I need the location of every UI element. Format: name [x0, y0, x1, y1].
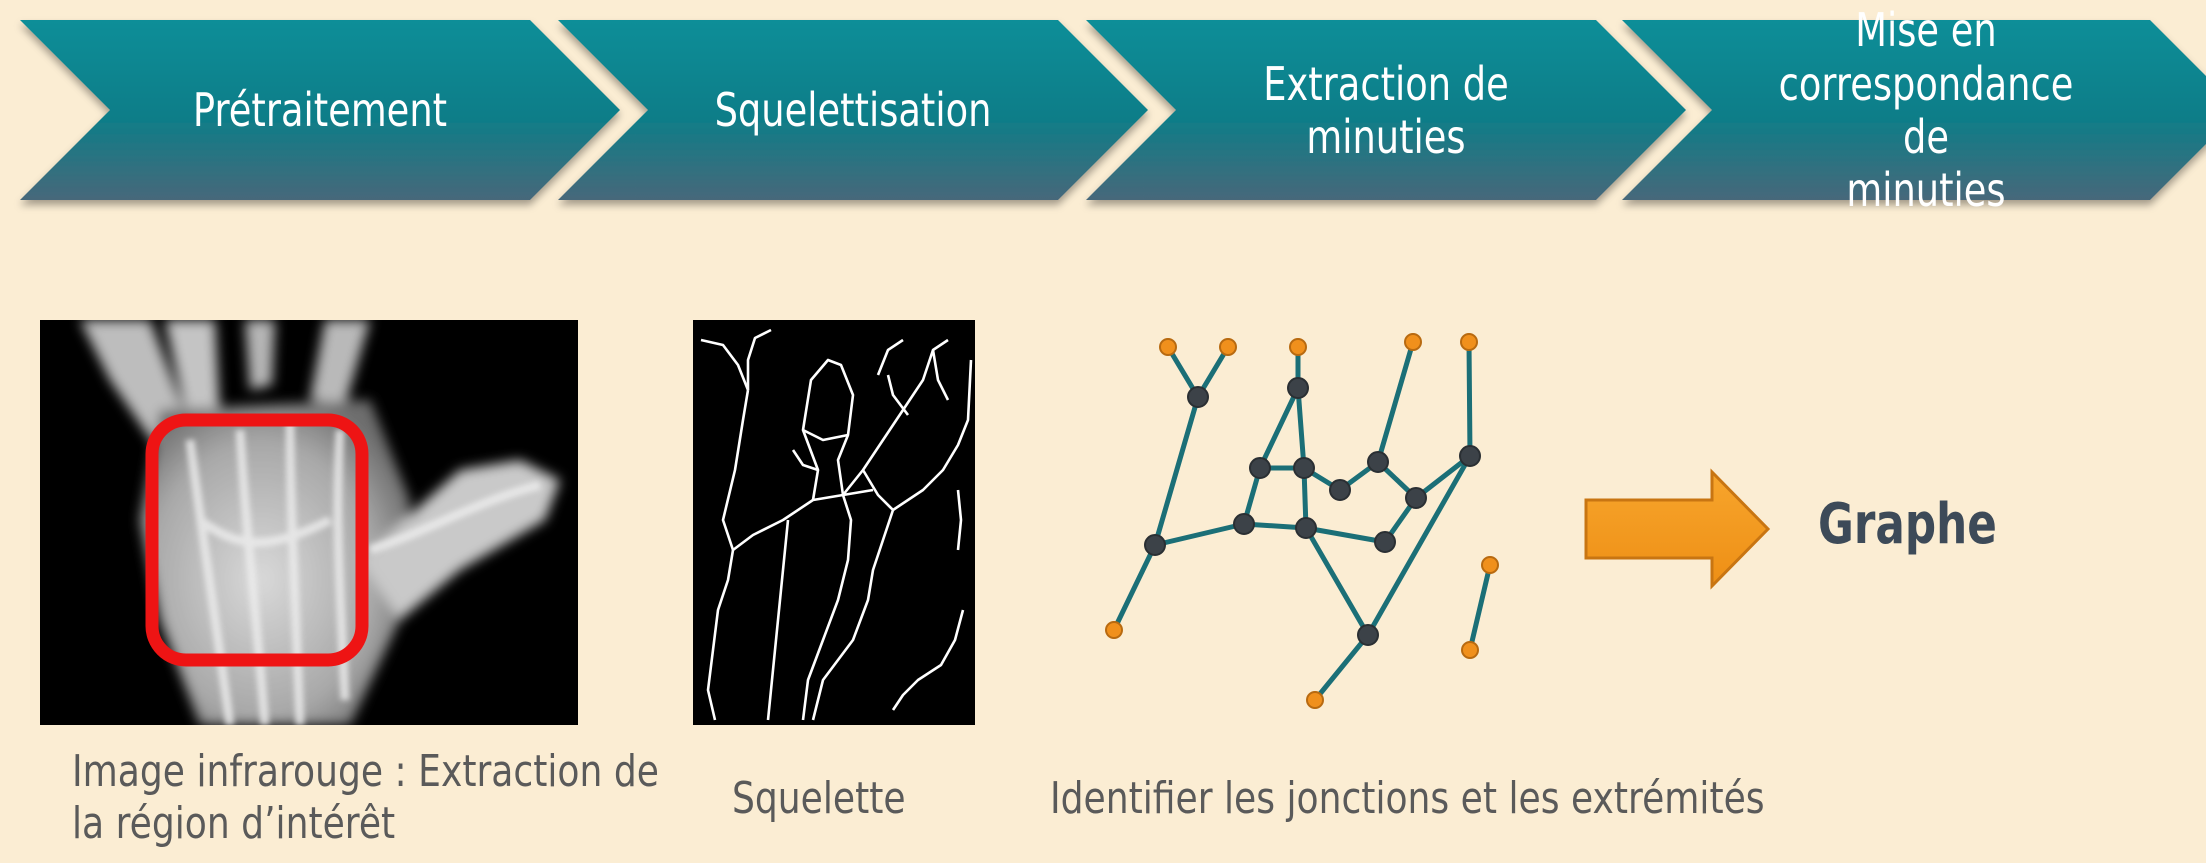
pipeline-chevrons	[20, 20, 2206, 200]
graph-edge	[1303, 525, 1371, 638]
graph-edge	[1467, 562, 1493, 653]
endpoint-node	[1219, 338, 1237, 356]
step-label-pretraitement: Prétraitement	[192, 83, 448, 138]
chevron-step-4	[1622, 20, 2206, 200]
skeleton-image	[693, 320, 975, 725]
step-label-correspondance: Mise en correspondance de minuties	[1778, 3, 2074, 218]
graph-edge	[1413, 453, 1473, 501]
junction-node	[1405, 487, 1427, 509]
junction-node	[1367, 451, 1389, 473]
caption-junctions: Identifier les jonctions et les extrémit…	[1050, 773, 1765, 824]
graph-edge	[1257, 385, 1301, 471]
minutiae-graph	[1105, 333, 1499, 709]
graph-edge	[1295, 385, 1307, 471]
junction-node	[1287, 377, 1309, 399]
graph-edge	[1375, 339, 1416, 465]
chevron-step-1	[20, 20, 620, 200]
junction-node	[1374, 531, 1396, 553]
endpoint-node	[1460, 333, 1478, 351]
junction-node	[1295, 517, 1317, 539]
endpoint-node	[1404, 333, 1422, 351]
junction-node	[1144, 534, 1166, 556]
endpoint-node	[1105, 621, 1123, 639]
endpoint-node	[1481, 556, 1499, 574]
endpoint-node	[1289, 338, 1307, 356]
graph-edge	[1152, 521, 1247, 548]
endpoint-node	[1306, 691, 1324, 709]
junction-node	[1293, 457, 1315, 479]
junction-node	[1329, 479, 1351, 501]
graph-edge	[1365, 453, 1473, 638]
chevron-step-3	[1086, 20, 1686, 200]
caption-skeleton: Squelette	[732, 773, 906, 824]
infrared-hand-image	[40, 320, 578, 725]
junction-node	[1249, 457, 1271, 479]
step-label-squelettisation: Squelettisation	[714, 83, 992, 138]
junction-node	[1357, 624, 1379, 646]
result-label-graphe: Graphe	[1818, 492, 1997, 557]
right-arrow-icon	[1584, 468, 1771, 590]
chevron-step-2	[558, 20, 1148, 200]
graph-edge	[1312, 632, 1371, 703]
graph-edge	[1152, 394, 1201, 548]
graph-edge	[1303, 525, 1388, 545]
step-label-extraction: Extraction de minuties	[1263, 56, 1509, 164]
junction-node	[1233, 513, 1255, 535]
junction-node	[1459, 445, 1481, 467]
graph-edge	[1466, 339, 1473, 459]
endpoint-node	[1159, 338, 1177, 356]
graph-edge	[1111, 542, 1158, 633]
endpoint-node	[1461, 641, 1479, 659]
junction-node	[1187, 386, 1209, 408]
roi-box	[145, 413, 369, 667]
caption-infrared: Image infrarouge : Extraction de la régi…	[72, 746, 659, 849]
